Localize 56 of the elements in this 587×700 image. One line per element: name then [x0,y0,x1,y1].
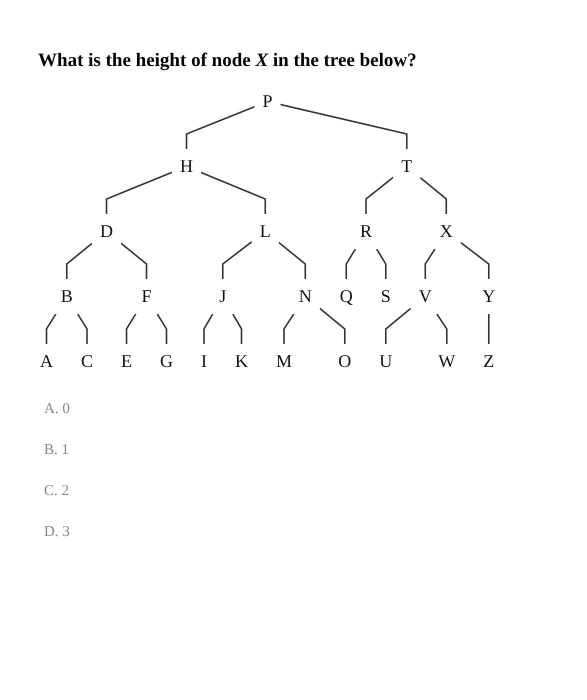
node-text: T [401,156,412,176]
node-text: X [440,220,453,241]
connector [376,248,387,279]
connector [436,314,448,344]
node-text: C [81,350,94,371]
connector [186,106,255,149]
answer-option: A. 0 [44,400,587,418]
node-text: A [40,350,54,371]
node-text: F [142,286,152,306]
node-text: E [121,350,132,371]
connector [46,314,57,344]
connector [384,308,412,344]
answer-option: C. 2 [44,482,587,500]
node-text: P [262,91,273,111]
connector [283,314,294,344]
connector [424,248,436,279]
node-text: Z [483,350,494,371]
node-text: L [260,220,271,241]
connector [126,314,136,344]
node-text: R [360,220,372,241]
node-text: Y [482,286,496,306]
connector [365,176,394,214]
question-title: What is the height of node X in the tree below? [38,50,418,72]
connector [106,172,172,214]
node-text: V [418,286,432,306]
node-text: O [338,350,352,371]
node-text: Q [340,286,353,306]
answer-option: D. 3 [44,524,587,541]
connector [156,314,168,344]
connector [460,242,490,279]
node-text: S [380,286,391,306]
connector [278,242,306,279]
node-text: J [219,286,226,306]
connector [488,314,490,344]
connector [280,104,408,149]
node-text: W [438,350,456,371]
node-text: B [60,286,73,306]
connector [232,314,242,344]
connector [66,242,93,279]
connector [203,314,214,344]
connector [200,172,266,214]
node-text: H [180,156,194,176]
connector [345,248,356,279]
connector [222,241,252,279]
node-text: N [298,286,312,306]
node-text: D [100,220,114,241]
node-text: U [379,350,392,371]
node-text: G [160,350,174,371]
connector [76,314,88,344]
connector [120,242,148,279]
node-text: I [201,350,208,371]
node-text: M [276,350,292,371]
node-text: K [235,350,248,371]
answer-option: B. 1 [44,442,587,459]
connector [420,176,448,214]
connector [319,308,346,344]
